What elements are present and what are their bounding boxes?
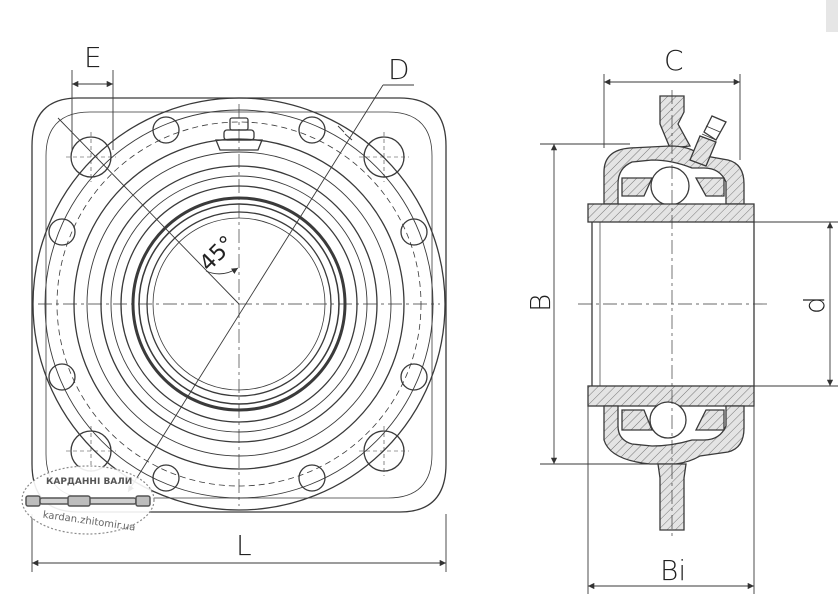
inner-ring-top xyxy=(587,203,755,223)
bolt-hole xyxy=(298,464,326,492)
driveshaft-icon xyxy=(25,495,151,507)
side-view xyxy=(540,74,838,594)
bolt-hole xyxy=(298,116,326,144)
side-centerlines xyxy=(578,90,768,540)
square-flange xyxy=(31,97,447,513)
seal-top-right xyxy=(694,177,725,197)
front-view xyxy=(31,70,447,572)
label-angle: 45° xyxy=(195,231,240,276)
ball-bottom xyxy=(649,401,687,439)
c-dimension xyxy=(603,74,741,160)
bolt-hole xyxy=(152,464,180,492)
b-dimension xyxy=(540,143,650,465)
inner-flange-outline xyxy=(45,111,433,499)
housing-top-section xyxy=(603,145,745,205)
bolt-hole xyxy=(152,116,180,144)
bolt-hole-centerlines xyxy=(66,132,409,476)
e-dimension xyxy=(71,70,114,150)
label-bi: Bi xyxy=(660,554,686,587)
seal-bottom-right xyxy=(694,409,725,431)
corner-tab xyxy=(826,0,838,32)
d-diagonal xyxy=(127,84,384,493)
flange-circle-outer xyxy=(32,97,446,511)
flange-web-top xyxy=(659,95,692,149)
bolt-hole xyxy=(48,363,76,391)
bolt-hole xyxy=(48,218,76,246)
seal-bottom-left xyxy=(621,409,653,431)
bolt-hole xyxy=(400,363,428,391)
grease-nipple-side xyxy=(689,115,727,167)
label-c: C xyxy=(664,44,684,77)
label-d-bore: d xyxy=(798,296,831,314)
seal-top-left xyxy=(621,177,654,197)
angle-line xyxy=(57,117,240,305)
label-d: D xyxy=(388,53,410,86)
watermark-brand: КАРДАННІ ВАЛИ xyxy=(46,477,132,487)
bolt-hole xyxy=(400,218,428,246)
label-e: E xyxy=(84,41,102,74)
l-dimension xyxy=(31,514,447,572)
watermark-logo: КАРДАННІ ВАЛИ kardan.zhitomir.ua xyxy=(21,465,155,535)
front-centerlines xyxy=(38,104,440,506)
label-b: B xyxy=(524,294,557,312)
angle-arc xyxy=(205,267,239,275)
d-bore-dimension xyxy=(754,221,838,387)
bi-dimension xyxy=(587,406,755,594)
ball-top xyxy=(650,166,690,206)
label-l: L xyxy=(236,529,252,562)
